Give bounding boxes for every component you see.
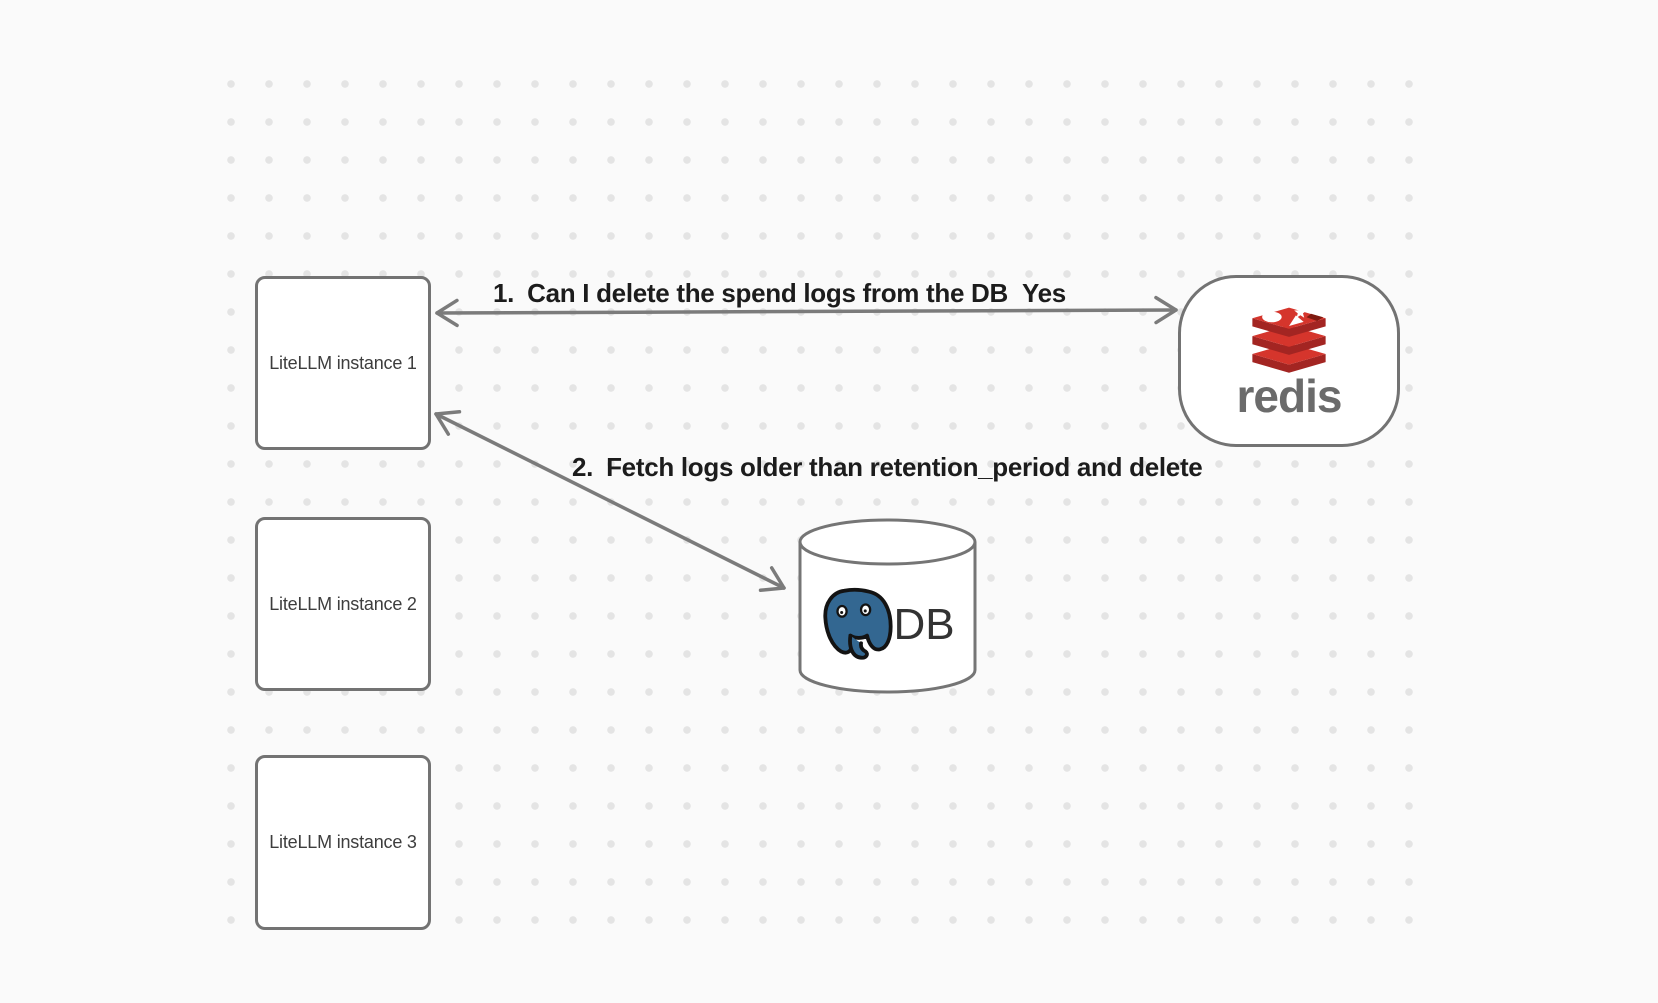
redis-logo-icon bbox=[1252, 306, 1326, 373]
node-database[interactable]: DB bbox=[798, 518, 977, 697]
litellm-instance-2-label: LiteLLM instance 2 bbox=[269, 593, 417, 614]
edge-1-response-text: Yes bbox=[1022, 278, 1066, 308]
litellm-instance-3-label: LiteLLM instance 3 bbox=[269, 832, 417, 852]
litellm-instance-1-label: LiteLLM instance 1 bbox=[269, 352, 417, 373]
postgres-logo-icon bbox=[823, 587, 894, 660]
edge-1-number: 1. bbox=[493, 278, 515, 308]
node-litellm-instance-3[interactable]: LiteLLM instance 3 bbox=[255, 755, 431, 930]
edge-2-text: Fetch logs older than retention_period a… bbox=[606, 452, 1203, 482]
edge-1-text: Can I delete the spend logs from the DB bbox=[527, 278, 1009, 308]
edge-label-redis-question[interactable]: 1. Can I delete the spend logs from the D… bbox=[493, 278, 1008, 308]
edge-label-db-fetch[interactable]: 2. Fetch logs older than retention_period… bbox=[572, 452, 1203, 482]
node-litellm-instance-1[interactable]: LiteLLM instance 1 bbox=[255, 276, 431, 450]
redis-wordmark: redis bbox=[1236, 370, 1343, 422]
node-litellm-instance-2[interactable]: LiteLLM instance 2 bbox=[255, 517, 431, 691]
arrow-litellm-db[interactable] bbox=[434, 410, 786, 592]
arrow-litellm-redis[interactable] bbox=[435, 295, 1178, 328]
database-label: DB bbox=[893, 600, 955, 649]
node-redis[interactable]: redis bbox=[1178, 275, 1400, 447]
edge-label-redis-response[interactable]: Yes bbox=[1022, 278, 1066, 308]
edge-2-number: 2. bbox=[572, 452, 594, 482]
